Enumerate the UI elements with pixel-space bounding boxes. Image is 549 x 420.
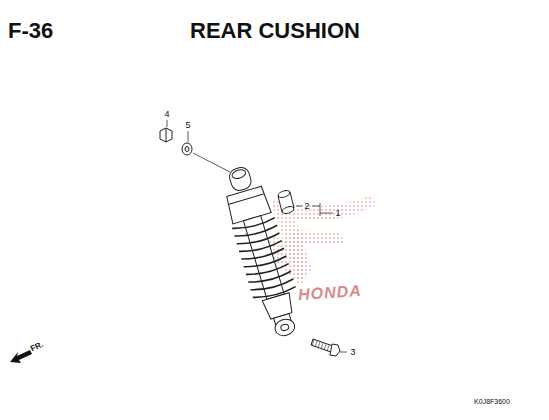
- watermark-text: HONDA: [298, 283, 363, 303]
- axis-line: [193, 153, 230, 172]
- callout-number: 2: [304, 202, 309, 211]
- front-arrow: [10, 350, 32, 363]
- callout-number: 5: [185, 121, 190, 130]
- bolt: [311, 339, 340, 356]
- nut: [160, 128, 172, 142]
- callout-number: 4: [164, 110, 169, 119]
- front-marker: FR.: [29, 341, 44, 354]
- shock-absorber: [216, 162, 308, 341]
- callout-number: 1: [335, 209, 340, 218]
- page-title: REAR CUSHION: [190, 20, 360, 42]
- drawing-code: K0J8F3600: [474, 398, 510, 405]
- callout-number: 3: [350, 348, 355, 357]
- leader-lines: [167, 120, 347, 352]
- section-number: F-36: [8, 20, 53, 42]
- washer: [182, 143, 192, 155]
- collar: [277, 189, 294, 214]
